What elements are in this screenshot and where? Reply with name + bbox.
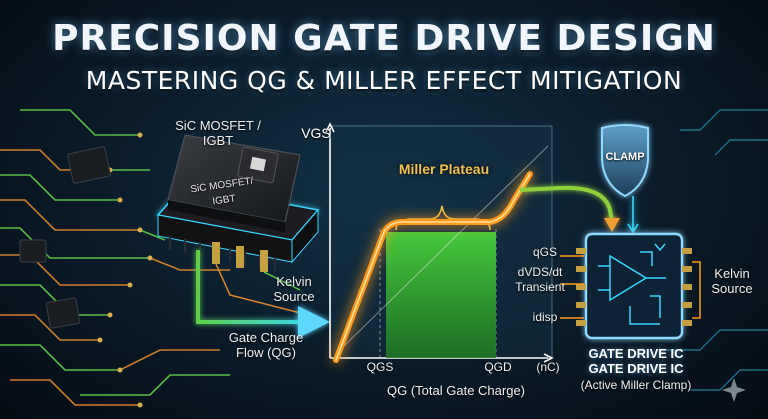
mosfet-top-label-line2: IGBT (202, 133, 234, 148)
ic-pin-idisp-label: idisp (532, 310, 558, 324)
mosfet-kelvin-source-label: Kelvin Source (254, 274, 334, 304)
shield-icon (601, 124, 649, 234)
miller-plateau-label: Miller Plateau (398, 161, 490, 177)
pcb-chip-small-3 (19, 239, 47, 263)
mosfet-kelvin-line2: Source (273, 289, 315, 304)
mosfet-module (156, 134, 321, 319)
pcb-chip-small-2 (45, 297, 81, 329)
nc-unit-label: (nC) (536, 360, 560, 374)
mosfet-kelvin-line1: Kelvin (276, 274, 312, 289)
pcb-traces-right (660, 109, 768, 391)
page-title: PRECISION GATE DRIVE DESIGN (52, 18, 716, 59)
gate-drive-ic-title: GATE DRIVE IC GATE DRIVE IC (566, 346, 706, 376)
vgs-axis-label: VGS (301, 125, 331, 141)
gate-drive-ic-subtitle: (Active Miller Clamp) (580, 378, 692, 392)
gate-charge-flow-line1: Gate Charge (228, 330, 304, 345)
gate-drive-ic-title-line1: GATE DRIVE IC (588, 346, 684, 361)
gate-charge-flow-arrow (196, 250, 330, 338)
page-subtitle: MASTERING QG & MILLER EFFECT MITIGATION (85, 66, 683, 95)
clamp-label: CLAMP (605, 151, 645, 163)
pcb-chip-small-1 (67, 146, 111, 184)
mosfet-top-label-line1: SiC MOSFET / (175, 118, 261, 133)
ic-kelvin-line2: Source (711, 281, 753, 296)
gate-charge-flow-label: Gate Charge Flow (QG) (206, 330, 326, 360)
pcb-traces-left (0, 109, 230, 408)
ic-pin-qgs-label: qGS (532, 245, 557, 259)
qgd-tick-label: QGD (484, 360, 512, 374)
ic-kelvin-line1: Kelvin (714, 266, 750, 281)
miller-plateau-region (386, 232, 496, 358)
qg-graph-panel (325, 122, 554, 363)
ic-pin-dvdt-label: dVDS/dt Transient (500, 265, 580, 295)
ic-kelvin-source-label: Kelvin Source (700, 266, 764, 296)
qg-axis-label: QG (Total Gate Charge) (387, 383, 525, 398)
gate-drive-ic-title-line2: GATE DRIVE IC (588, 361, 684, 376)
gate-drive-ic (560, 232, 701, 340)
ic-pin-dvdt-line1: dVDS/dt (517, 265, 563, 279)
curve-to-ic-arrow (519, 185, 620, 232)
op-amp-icon (598, 243, 666, 325)
mosfet-top-label: SiC MOSFET / IGBT (148, 118, 288, 148)
gate-charge-flow-line2: Flow (QG) (236, 345, 296, 360)
ic-pin-dvdt-line2: Transient (515, 280, 565, 294)
sparkle-icon (722, 378, 746, 402)
qgs-tick-label: QGS (366, 360, 394, 374)
